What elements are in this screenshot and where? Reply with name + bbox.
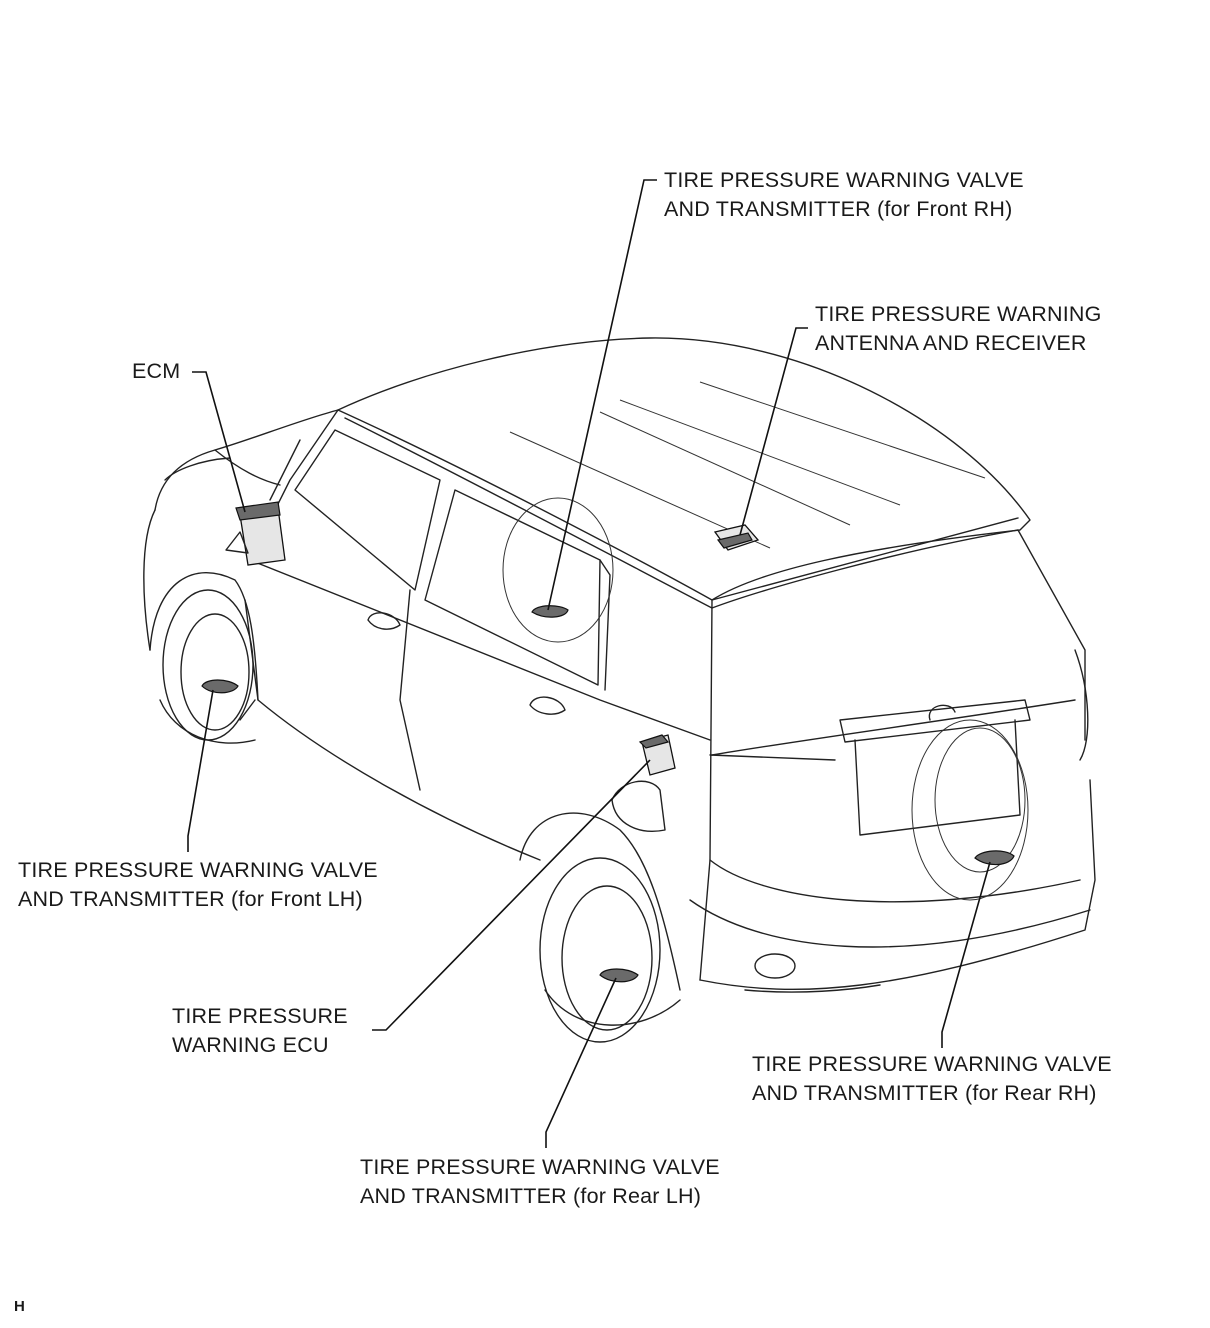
label-front-rh-transmitter: TIRE PRESSURE WARNING VALVE AND TRANSMIT… (664, 168, 1024, 221)
rear-lh-leader (545, 977, 617, 1148)
rear-rh-leader (941, 861, 991, 1048)
label-front-lh-transmitter: TIRE PRESSURE WARNING VALVE AND TRANSMIT… (18, 858, 378, 911)
warning-ecu-part (638, 734, 676, 776)
label-warning-ecu: TIRE PRESSURE WARNING ECU (172, 1004, 348, 1057)
label-antenna-receiver: TIRE PRESSURE WARNING ANTENNA AND RECEIV… (815, 302, 1102, 355)
vehicle-illustration (143, 337, 1096, 1043)
label-rear-rh-transmitter: TIRE PRESSURE WARNING VALVE AND TRANSMIT… (752, 1052, 1112, 1105)
ecm-part (225, 501, 286, 566)
rear-lh-valve-part (599, 968, 639, 983)
leader-lines (187, 179, 991, 1148)
front-lh-valve-part (201, 679, 239, 694)
label-rear-lh-transmitter: TIRE PRESSURE WARNING VALVE AND TRANSMIT… (360, 1155, 720, 1208)
front-rh-valve-part (531, 605, 569, 618)
ecu-leader (372, 759, 651, 1031)
component-parts (201, 501, 1015, 983)
front-lh-leader (187, 689, 214, 852)
ecm-leader (192, 371, 246, 513)
front-rh-leader (547, 179, 657, 611)
corner-mark: H (14, 1298, 25, 1315)
antenna-leader (739, 327, 808, 536)
antenna-receiver-part (713, 524, 760, 551)
rear-rh-valve-part (974, 850, 1015, 866)
label-ecm: ECM (132, 359, 181, 383)
